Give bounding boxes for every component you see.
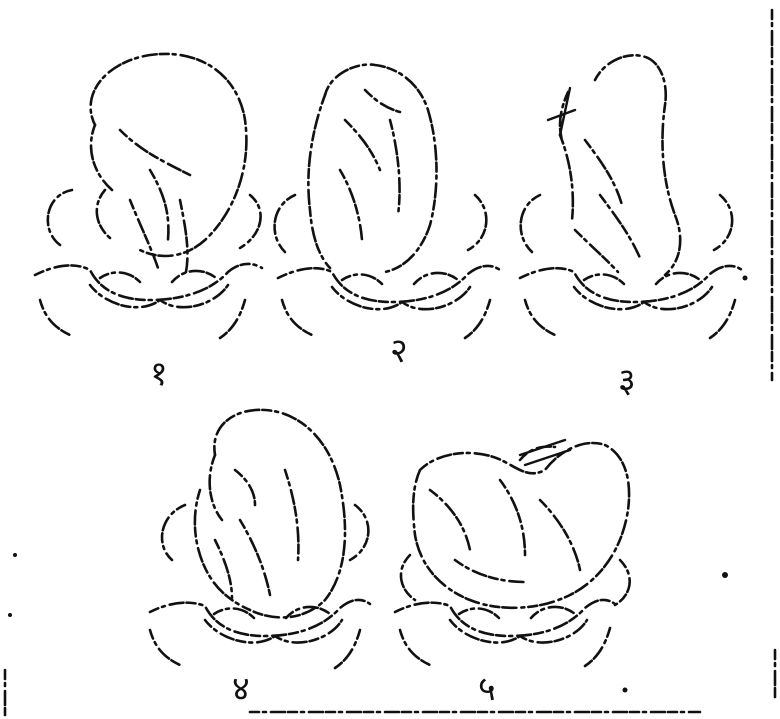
panel-3: ३: [520, 55, 742, 401]
panel-5-sketch: [395, 440, 630, 666]
panel-3-label: ३: [618, 361, 636, 401]
panel-2: २: [275, 65, 500, 371]
panel-2-sketch: [275, 65, 500, 338]
panel-4-sketch: [150, 410, 370, 668]
panel-5-label: ५: [478, 669, 496, 709]
panel-2-label: २: [390, 331, 408, 371]
panel-4: ४: [150, 410, 370, 709]
panel-3-sketch: [520, 55, 742, 338]
panel-1-sketch: [35, 54, 262, 338]
panel-5: ५: [395, 440, 630, 709]
panel-4-label: ४: [232, 669, 250, 709]
panel-1-label: १: [150, 354, 168, 394]
panel-1: १: [35, 54, 262, 394]
